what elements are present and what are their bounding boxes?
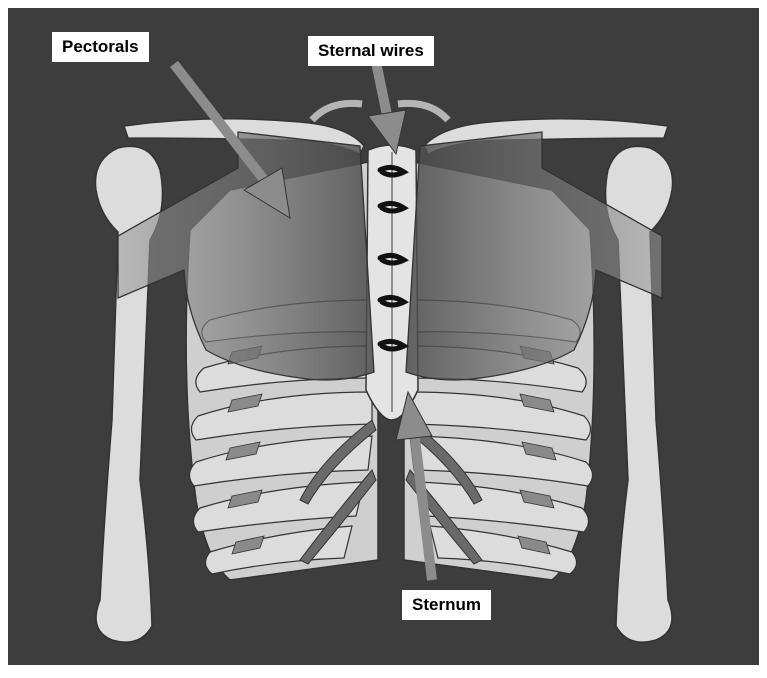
pectorals-label: Pectorals: [52, 32, 149, 62]
sternum-label: Sternum: [402, 590, 491, 620]
sternal-wires-label: Sternal wires: [308, 36, 434, 66]
